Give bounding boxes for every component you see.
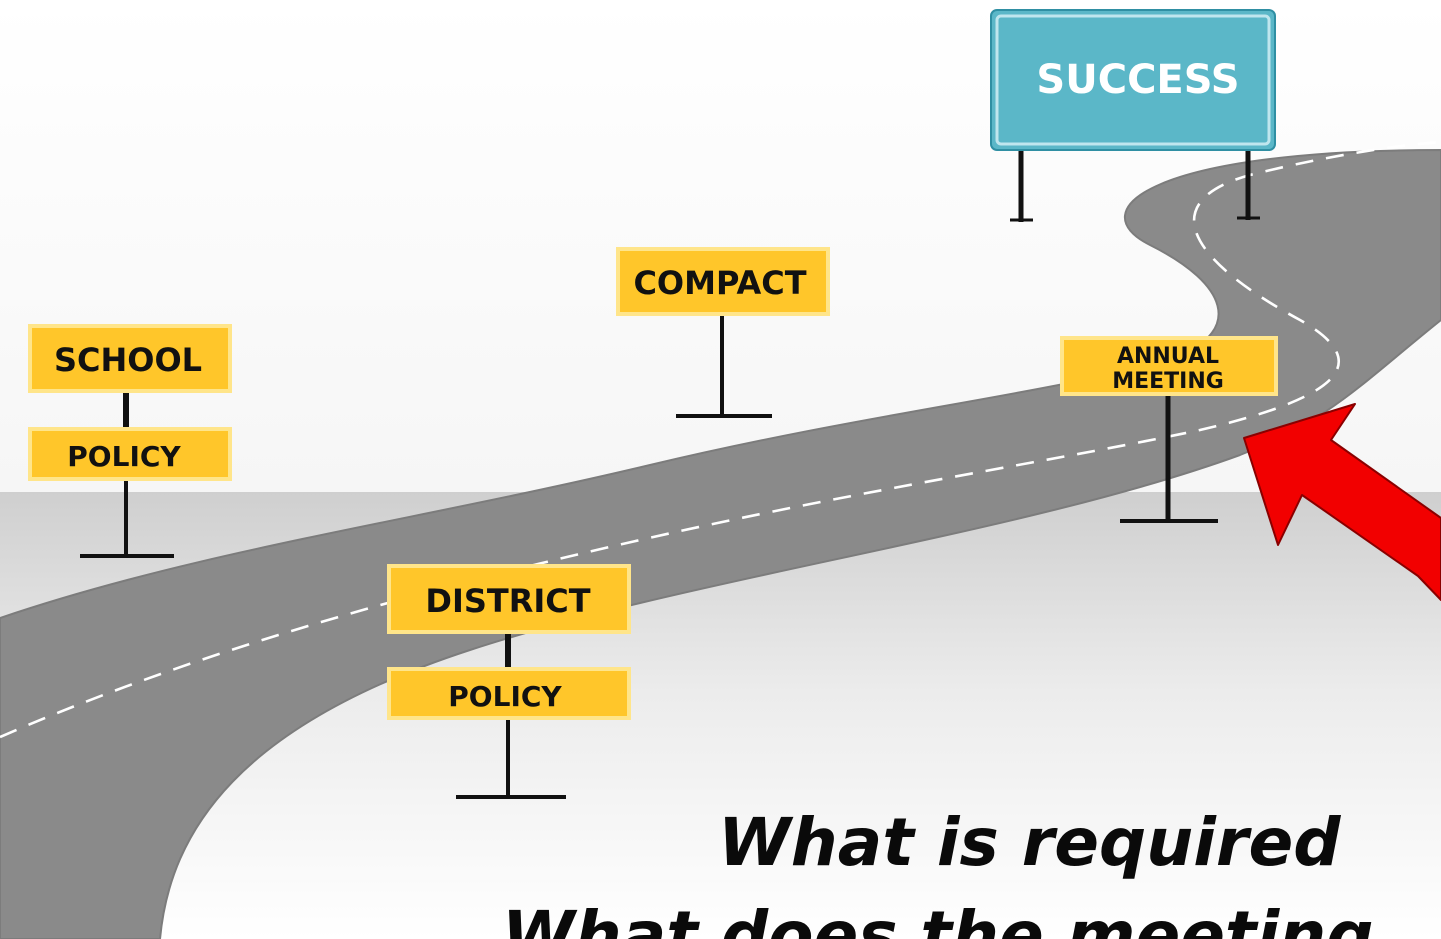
district-policy-sign: DISTRICT POLICY xyxy=(387,564,631,799)
school-policy-board xyxy=(28,427,232,481)
annual-meeting-sign-board xyxy=(1060,336,1278,396)
compact-sign: COMPACT xyxy=(616,247,830,418)
red-arrow-icon xyxy=(1243,403,1441,601)
success-sign-board xyxy=(990,9,1276,151)
success-sign: SUCCESS xyxy=(990,9,1276,222)
district-sign-board xyxy=(387,564,631,634)
question-line-2: What does the meeting xyxy=(502,897,1373,939)
compact-sign-board xyxy=(616,247,830,316)
district-policy-label: POLICY xyxy=(448,680,562,713)
annual-label: ANNUAL xyxy=(1117,344,1219,369)
annual-meeting-sign: ANNUAL MEETING xyxy=(1060,336,1278,523)
success-sign-label: SUCCESS xyxy=(1036,57,1239,103)
district-policy-board xyxy=(387,667,631,720)
school-sign-board xyxy=(28,324,232,393)
question-line-1: What is required xyxy=(718,804,1341,881)
success-sign-inner-border xyxy=(995,14,1271,146)
school-policy-sign: SCHOOL POLICY xyxy=(28,324,232,558)
compact-sign-label: COMPACT xyxy=(633,264,806,302)
district-sign-label: DISTRICT xyxy=(425,582,590,620)
school-policy-label: POLICY xyxy=(67,440,181,473)
school-sign-label: SCHOOL xyxy=(54,341,202,379)
meeting-label: MEETING xyxy=(1112,369,1224,394)
